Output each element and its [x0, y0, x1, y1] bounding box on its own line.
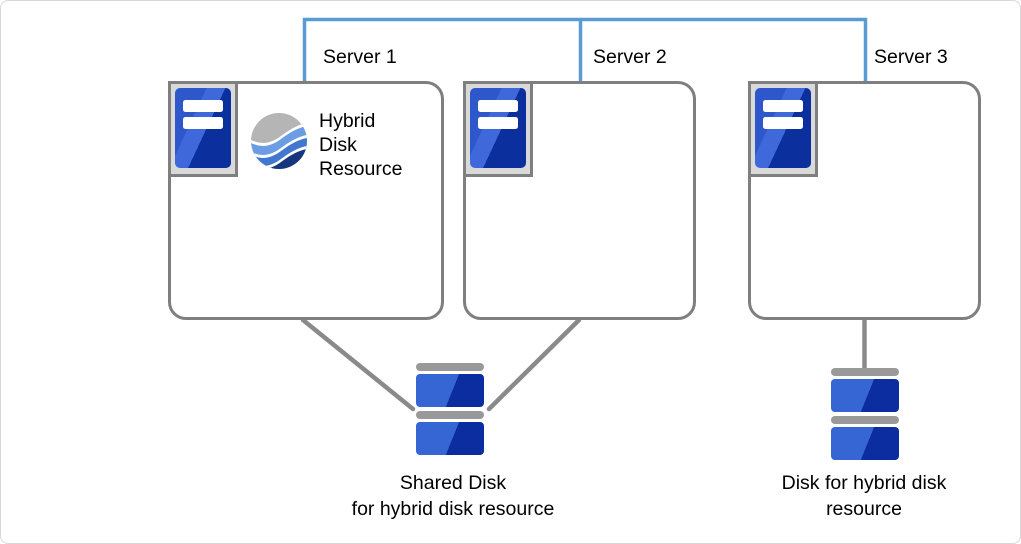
disk-platter — [416, 422, 484, 455]
shared-disk-label: Shared Disk for hybrid disk resource — [243, 471, 663, 522]
shared-disk-label-line2: for hybrid disk resource — [351, 497, 555, 520]
server-icon-chassis — [755, 88, 811, 168]
server3-icon — [748, 81, 818, 177]
server1-icon — [168, 81, 238, 177]
hybrid-disk-resource-label: Hybrid Disk Resource — [319, 109, 402, 181]
disk-cap — [416, 363, 484, 371]
hybrid-resource-line1: Hybrid — [319, 110, 376, 132]
server2-icon — [463, 81, 533, 177]
hybrid-disk-label: Disk for hybrid disk resource — [654, 471, 1020, 522]
server-icon-slot — [183, 100, 223, 112]
server-icon-slot — [763, 100, 803, 112]
server2-box — [463, 81, 696, 320]
server2-label: Server 2 — [593, 46, 667, 68]
server-icon-chassis — [175, 88, 231, 168]
disk-platter — [831, 427, 899, 460]
shared-disk-label-line1: Shared Disk — [399, 472, 507, 494]
disk-platter — [831, 379, 899, 412]
server1-shared-disk-line — [300, 317, 416, 412]
network-line — [302, 17, 868, 84]
server-icon-slot — [183, 117, 223, 129]
hybrid-resource-line2: Disk — [319, 134, 357, 156]
disk-cap — [831, 416, 899, 424]
hybrid-resource-line3: Resource — [319, 158, 403, 180]
hybrid-disk-icon — [831, 368, 899, 460]
hybrid-disk-label-line2: resource — [826, 497, 902, 520]
hybrid-disk-resource-icon — [251, 113, 307, 169]
disk-cap — [831, 368, 899, 376]
server-icon-chassis — [470, 88, 526, 168]
disk-platter — [416, 374, 484, 407]
server-icon-slot — [478, 117, 518, 129]
server3-label: Server 3 — [874, 46, 948, 68]
server-icon-slot — [478, 100, 518, 112]
hybrid-disk-label-line1: Disk for hybrid disk — [781, 472, 947, 494]
disk-cap — [416, 411, 484, 419]
server-icon-slot — [763, 117, 803, 129]
server1-label: Server 1 — [323, 46, 397, 68]
server2-shared-disk-line — [486, 317, 582, 412]
shared-disk-icon — [416, 363, 484, 455]
